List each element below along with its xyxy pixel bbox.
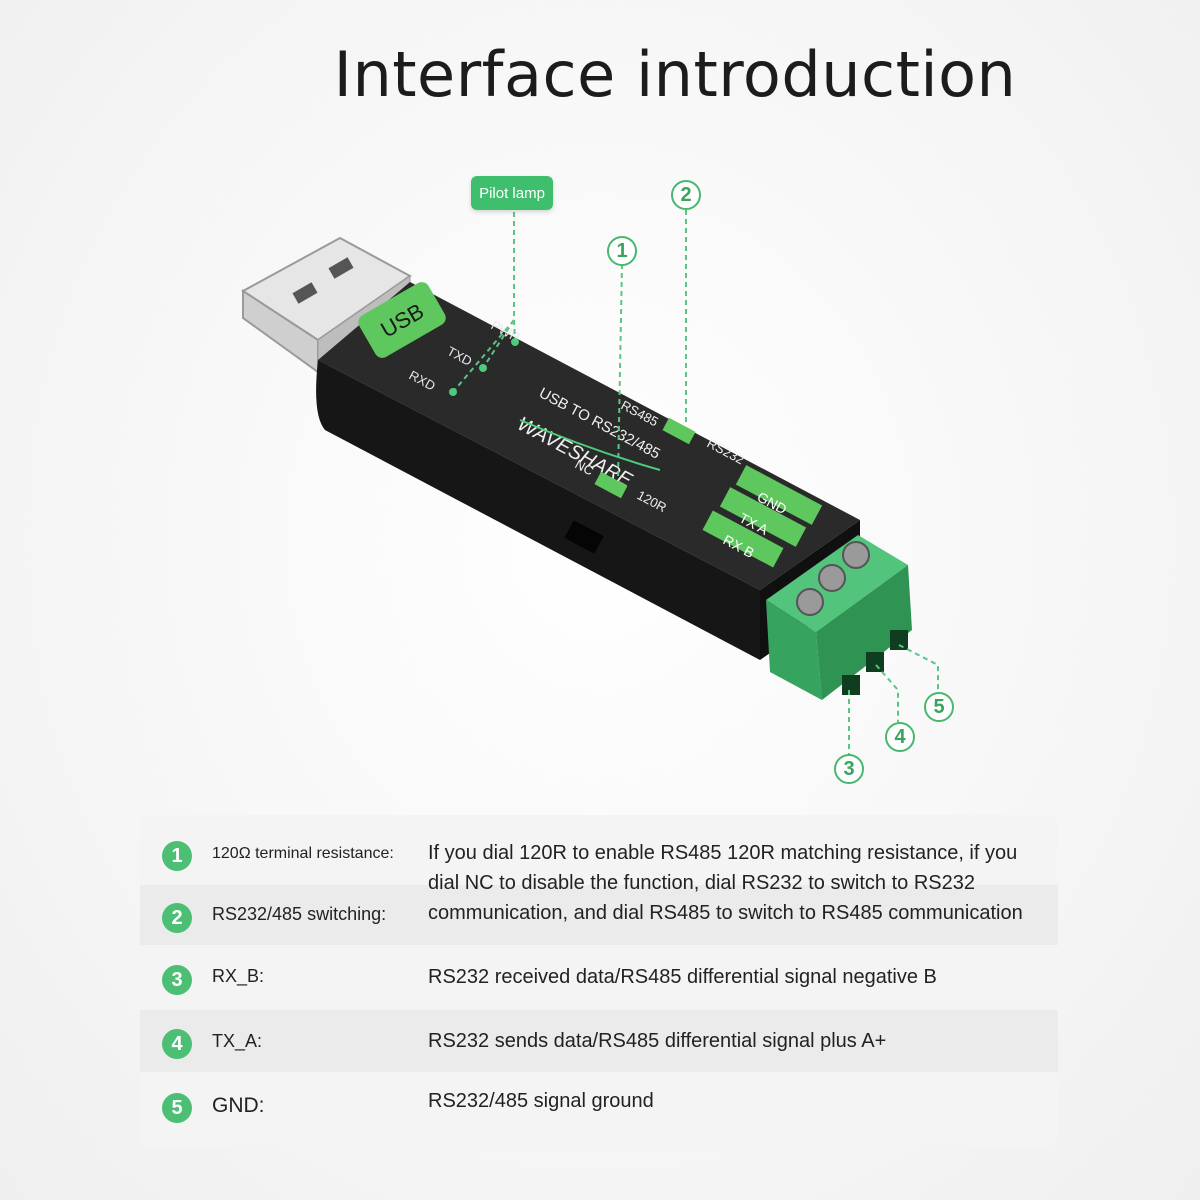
leader-lines <box>452 210 939 755</box>
callout-3: 3 <box>834 754 864 784</box>
row-description: RS232 received data/RS485 differential s… <box>428 966 937 988</box>
row-label: GND: <box>212 1094 265 1117</box>
row-label: TX_A: <box>212 1031 263 1051</box>
row-number: 3 <box>162 965 192 995</box>
callout-1: 1 <box>607 236 637 266</box>
row-label: RX_B: <box>212 966 265 986</box>
pilot-lamp-tag: Pilot lamp <box>471 176 553 210</box>
callout-4: 4 <box>885 722 915 752</box>
row-number: 4 <box>162 1029 192 1059</box>
table-band <box>140 885 1058 945</box>
interface-table <box>140 815 1058 1147</box>
row-description: RS232/485 signal ground <box>428 1090 654 1112</box>
row-number: 5 <box>162 1093 192 1123</box>
row-number: 1 <box>162 841 192 871</box>
row-description: RS232 sends data/RS485 differential sign… <box>428 1030 887 1052</box>
callout-5: 5 <box>924 692 954 722</box>
usb-adapter-illustration: USB PWR TXD RXD USB TO RS232/485 WAVESHA… <box>241 210 939 755</box>
row-label: 120Ω terminal resistance: <box>212 845 394 862</box>
row-description: If you dial 120R to enable RS485 120R ma… <box>428 842 1023 924</box>
table-band <box>140 1010 1058 1072</box>
row-number: 2 <box>162 903 192 933</box>
terminal-block <box>766 535 912 700</box>
callout-2: 2 <box>671 180 701 210</box>
page-title: Interface introduction <box>333 38 1017 111</box>
row-label: RS232/485 switching: <box>212 904 387 924</box>
